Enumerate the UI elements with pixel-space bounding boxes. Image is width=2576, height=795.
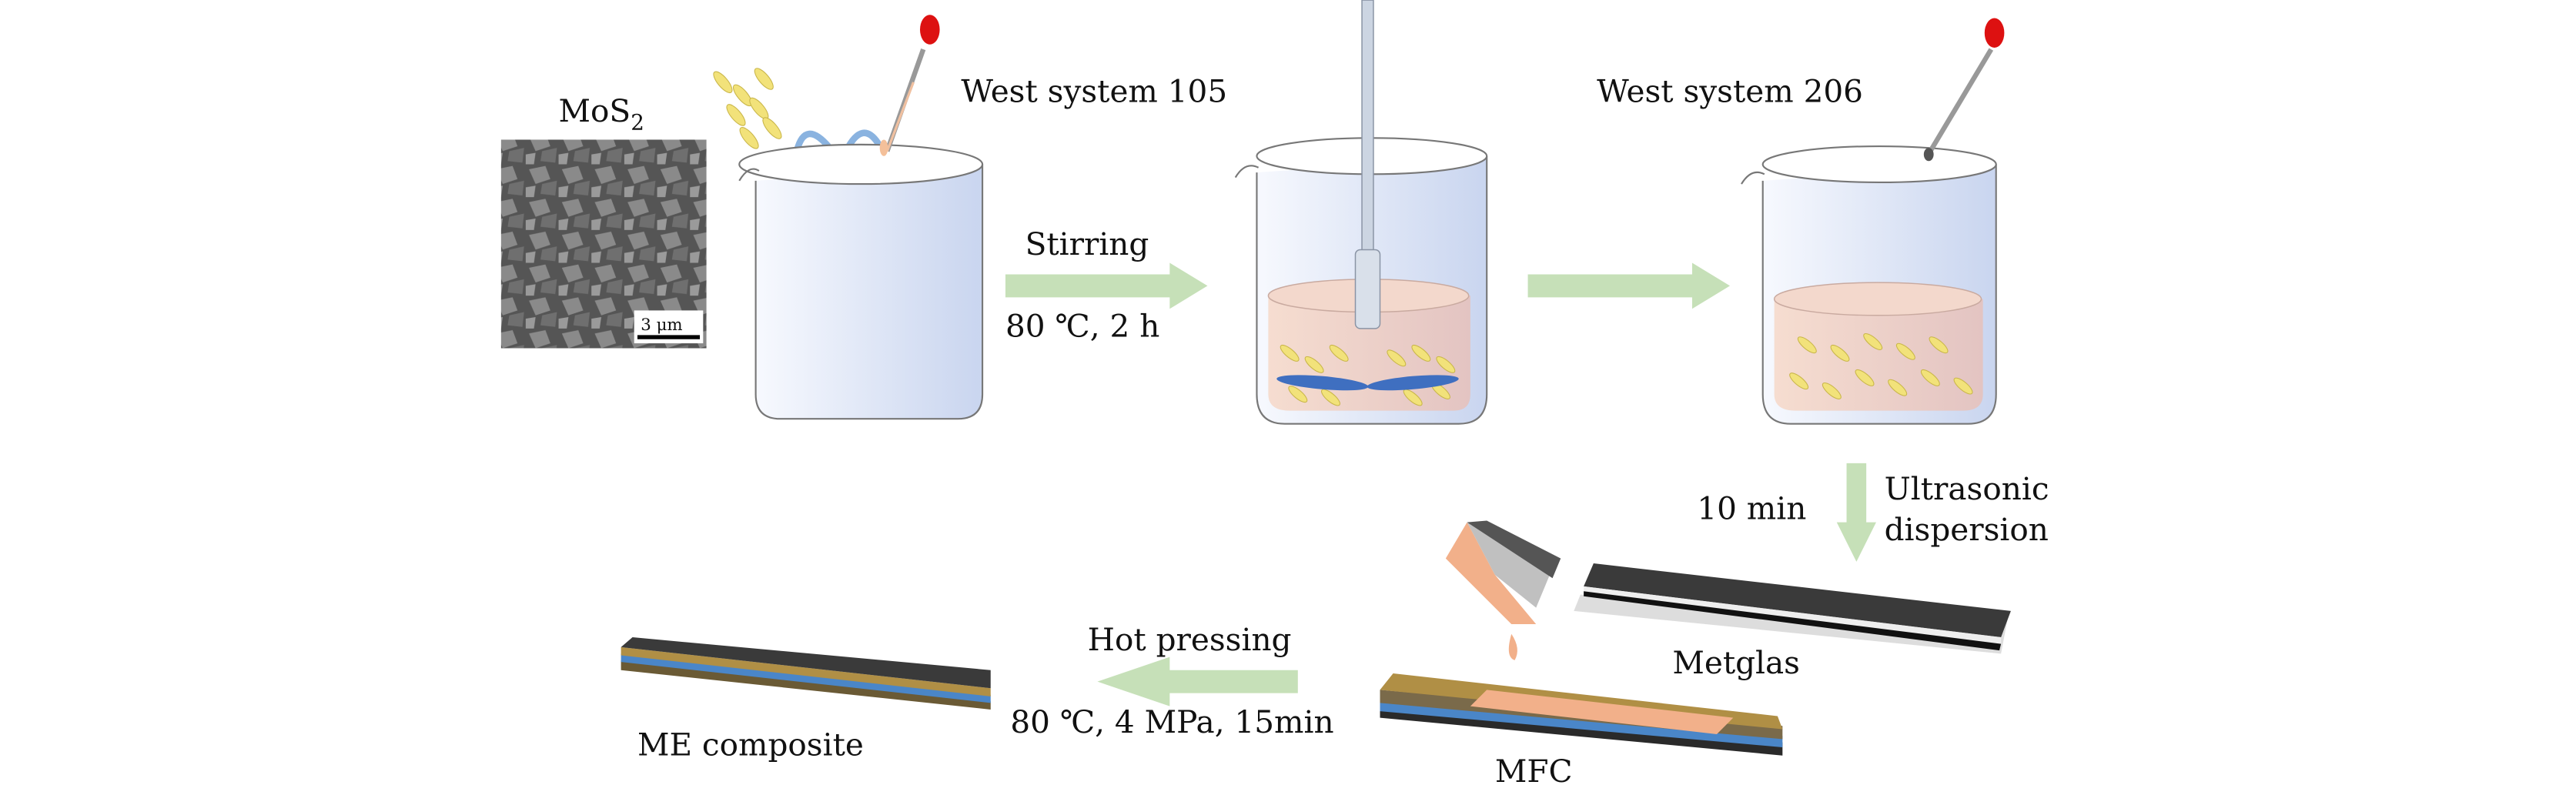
arrow-stirring [1005, 262, 1208, 309]
me-composite-label: ME composite [637, 727, 864, 763]
mos2-label: MoS2 [559, 92, 644, 135]
hot-pressing-conditions: 80 ℃, 4 MPa, 15min [1010, 703, 1333, 740]
mos2-flakes [713, 68, 782, 149]
metglas-strip [1574, 563, 2011, 654]
arrow-ultrasonic [1836, 463, 1876, 562]
west-system-105-label: West system 105 [961, 72, 1227, 109]
dropper-2-icon [1923, 18, 2005, 162]
flakes-in-beaker-2 [1280, 344, 1456, 406]
ultrasonic-time-label: 10 min [1697, 489, 1806, 526]
stirrer-icon [1276, 0, 1459, 391]
metglas-label: Metglas [1672, 644, 1800, 681]
stirring-label: Stirring [1025, 225, 1149, 262]
beaker-3 [1741, 145, 1997, 425]
stirring-conditions: 80 ℃, 2 h [1005, 308, 1159, 345]
scraper-blade-icon [1445, 520, 1561, 660]
mfc-label: MFC [1495, 753, 1573, 790]
dropper-1-icon [879, 15, 940, 156]
beaker-1 [738, 143, 984, 420]
arrow-hot-pressing [1097, 656, 1298, 706]
flakes-in-beaker-3 [1789, 332, 1973, 399]
hot-pressing-label: Hot pressing [1088, 621, 1292, 658]
mfc-strip [1380, 673, 1783, 756]
ultrasonic-label-line2: dispersion [1885, 511, 2049, 548]
ultrasonic-label-line1: Ultrasonic [1885, 470, 2049, 507]
scale-bar [637, 335, 701, 339]
arrow-to-beaker-3 [1527, 262, 1731, 309]
sem-image: 3 μm [500, 139, 707, 349]
me-composite-strip [621, 637, 991, 710]
scale-bar-label: 3 μm [641, 316, 682, 335]
west-system-206-label: West system 206 [1597, 72, 1863, 109]
